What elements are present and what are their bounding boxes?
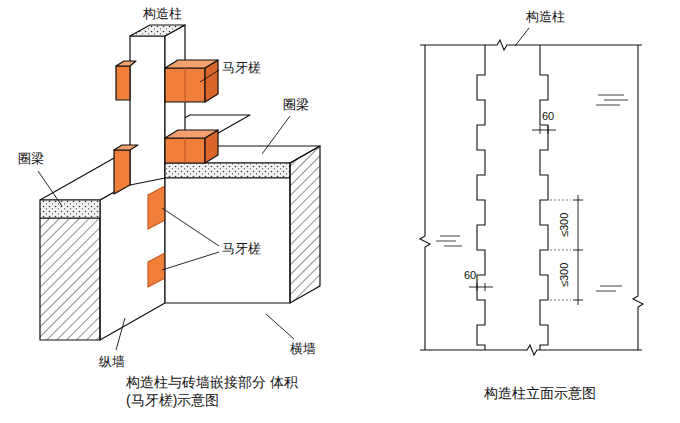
toothed-joint <box>114 150 130 194</box>
leader-line <box>162 252 219 270</box>
leader-line <box>262 116 290 154</box>
part-label: 构造柱 <box>143 6 182 22</box>
leader-lines <box>38 70 294 350</box>
leader-line <box>515 28 529 46</box>
leader-line <box>200 70 219 82</box>
wall-edge <box>420 45 430 350</box>
beam-front <box>165 163 290 178</box>
toothed-joint <box>116 66 130 100</box>
figure-caption: 构造柱与砖墙嵌接部分 体积(马牙槎)示意图 <box>126 374 298 409</box>
dimension-label: ≤300 <box>558 213 572 237</box>
toothed-joint <box>116 61 136 66</box>
column-elevation <box>420 28 643 355</box>
wall-edge <box>420 40 642 50</box>
toothed-joint <box>114 145 138 150</box>
wall-section <box>290 146 320 303</box>
part-label: 马牙槎 <box>222 241 261 257</box>
column-top <box>130 25 185 36</box>
part-label: 构造柱 <box>526 9 565 25</box>
structural-column <box>116 25 218 185</box>
part-label: 马牙槎 <box>222 60 261 76</box>
brick-joint <box>184 68 185 102</box>
figure-caption: 构造柱立面示意图 <box>484 385 596 403</box>
dimension-line <box>573 195 583 305</box>
wall-front <box>165 178 290 303</box>
transverse-wall <box>114 130 320 303</box>
part-label: 横墙 <box>290 341 316 357</box>
toothed-joint <box>165 68 205 102</box>
dimension-line <box>469 283 493 291</box>
toothed-joint <box>165 130 218 138</box>
leader-line <box>266 314 294 339</box>
beam-section <box>40 200 100 218</box>
dimension-label: ≤300 <box>558 263 572 287</box>
wall-edge <box>420 345 642 355</box>
leader-line <box>116 318 125 350</box>
dimension-label: 60 <box>464 269 476 283</box>
dimension-label: 60 <box>542 110 554 124</box>
part-label: 圈梁 <box>18 151 44 167</box>
toothed-edge <box>477 45 485 350</box>
column-front <box>130 36 165 185</box>
dimension-line <box>532 126 556 134</box>
toothed-edge <box>540 45 548 350</box>
wall-edge <box>633 45 643 350</box>
leader-line <box>38 171 62 206</box>
toothed-joint <box>165 138 205 163</box>
part-label: 纵墙 <box>99 354 125 370</box>
leader-line <box>162 208 219 246</box>
toothed-joint <box>148 186 165 229</box>
wall-hatch <box>436 95 628 291</box>
part-label: 圈梁 <box>283 97 309 113</box>
brick-joint <box>184 138 185 163</box>
wall-section <box>40 218 100 340</box>
toothed-joint <box>165 60 218 68</box>
